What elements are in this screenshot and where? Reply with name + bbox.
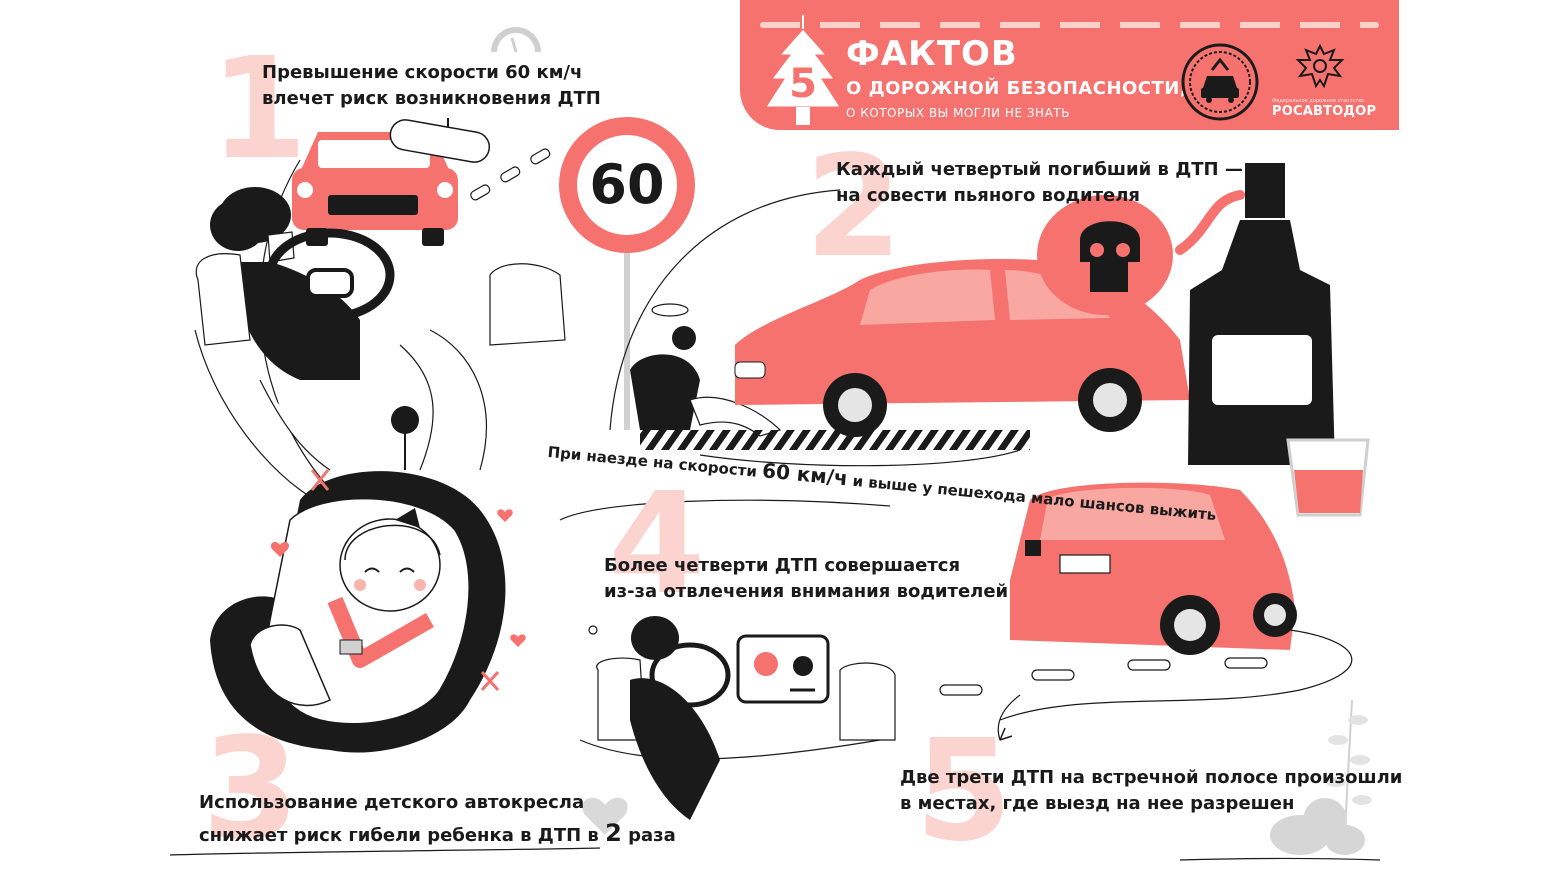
speed-limit-sign — [559, 117, 695, 430]
arrow-icon — [999, 727, 1013, 741]
fact-5-line2: в местах, где выезд на нее разрешен — [900, 792, 1295, 814]
bush-decoration-icon — [1270, 798, 1365, 855]
header-subtitle: О ДОРОЖНОЙ БЕЗОПАСНОСТИ, — [846, 78, 1188, 99]
speedometer-icon — [491, 27, 541, 53]
fact-2-line1: Каждый четвертый погибший в ДТП — — [836, 159, 1243, 180]
skull-cloud-icon — [1037, 190, 1245, 315]
road-lane-markings — [939, 657, 1268, 696]
rearview-mirror — [389, 118, 491, 163]
fact-1-line2: влечет риск возникновения ДТП — [262, 87, 601, 109]
org-name: РОСАВТОДОР — [1272, 104, 1377, 119]
driver-woman-illustration — [210, 187, 395, 380]
fact-1-line1: Превышение скорости 60 км/ч — [262, 62, 583, 83]
fact-4-number: 4 — [608, 463, 706, 626]
traffic-police-emblem-icon — [1181, 43, 1259, 121]
distracted-driver-illustration — [579, 616, 896, 820]
car-seats-outline — [195, 253, 566, 471]
road-path — [999, 629, 1353, 721]
header-title: ФАКТОВ — [846, 34, 1018, 74]
alcohol-bottle-icon — [1188, 163, 1335, 465]
rosavtodor-eagle-emblem-icon — [1295, 43, 1345, 89]
fact-1-number: 1 — [210, 28, 308, 191]
fact-3-line2-pre: снижает риск гибели ребенка в ДТП в — [199, 824, 599, 846]
fact-4-line2: из-за отвлечения внимания водителей — [604, 580, 1009, 602]
fact-3-text: Использование детского автокресла снижае… — [199, 790, 676, 850]
fact-4-text: Более четверти ДТП совершается из-за отв… — [604, 553, 1008, 604]
fact-5-line1: Две трети ДТП на встречной полосе произо… — [900, 767, 1403, 788]
fact-3-line2-accent: 2 — [605, 818, 622, 847]
org-subtitle: Федеральное дорожное агентство — [1272, 98, 1365, 104]
fact-5-number: 5 — [915, 710, 1013, 873]
heart-highlight-icon — [582, 797, 628, 835]
fact-2-line2: на совести пьяного водителя — [836, 184, 1140, 206]
decorative-hearts-icon — [270, 509, 526, 647]
gear-knob — [391, 406, 419, 434]
oncoming-lane-car-illustration — [1010, 482, 1297, 655]
fact-3-line2: снижает риск гибели ребенка в ДТП в 2 ра… — [199, 816, 676, 850]
child-car-seat-illustration — [210, 471, 506, 753]
header-number: 5 — [789, 61, 817, 107]
fact-1-text: Превышение скорости 60 км/ч влечет риск … — [262, 60, 601, 111]
crosswalk-stripes — [640, 430, 1030, 450]
decorative-stars-icon — [310, 469, 500, 691]
road-dashes — [470, 148, 551, 201]
plant-decoration-icon — [1326, 699, 1372, 831]
glass-icon — [1286, 438, 1370, 517]
fact-2-number: 2 — [805, 126, 903, 289]
fact-3-line2-post: раза — [628, 824, 676, 846]
header-tagline: О КОТОРЫХ ВЫ МОГЛИ НЕ ЗНАТЬ — [846, 106, 1070, 120]
fact-3-number: 3 — [202, 708, 300, 871]
fact-2-text: Каждый четвертый погибший в ДТП — на сов… — [836, 157, 1243, 208]
speed-limit-value: 60 — [589, 153, 665, 216]
fact-4-line1: Более четверти ДТП совершается — [604, 555, 961, 576]
fact-5-text: Две трети ДТП на встречной полосе произо… — [900, 765, 1402, 816]
pedestrian-sitting-illustration — [630, 303, 782, 437]
header-banner: 5 ФАКТОВ О ДОРОЖНОЙ БЕЗОПАСНОСТИ, О КОТО… — [740, 0, 1399, 130]
air-freshener-tree-icon: 5 — [765, 15, 841, 125]
fact-3-line1: Использование детского автокресла — [199, 792, 585, 813]
header-dashed-line — [760, 22, 1379, 28]
